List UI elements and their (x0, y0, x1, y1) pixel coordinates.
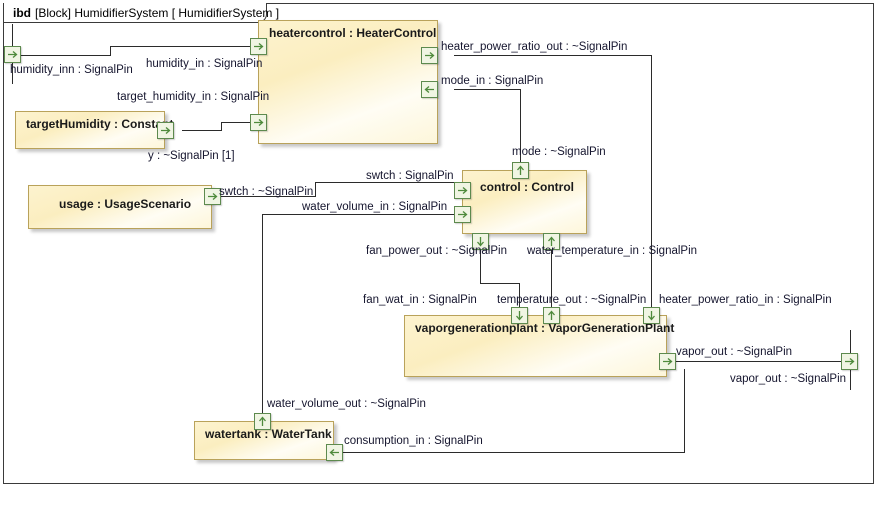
label-consumption-in: consumption_in : SignalPin (344, 435, 483, 447)
connector-mode-v1 (520, 89, 521, 170)
arrow-right-icon (254, 119, 264, 126)
connector-target-humidity-v1 (221, 122, 222, 131)
port-humidity-inn[interactable] (4, 46, 21, 63)
diagram-frame (3, 3, 874, 484)
connector-humidity-h2 (110, 46, 258, 47)
connector-fan-power-h1 (480, 283, 520, 284)
part-heatercontrol-label: heatercontrol : HeaterControl (269, 26, 437, 40)
connector-swtch-v1 (315, 182, 316, 197)
part-watertank-label: watertank : WaterTank (205, 427, 332, 441)
label-water-volume-out: water_volume_out : ~SignalPin (267, 398, 426, 410)
port-vapor-out[interactable] (659, 353, 676, 370)
arrow-right-icon (458, 187, 468, 194)
connector-target-humidity-h1 (182, 130, 222, 131)
label-fan-wat-in: fan_wat_in : SignalPin (363, 294, 477, 306)
port-temperature-out[interactable] (543, 307, 560, 324)
port-consumption-in[interactable] (326, 444, 343, 461)
arrow-right-icon (161, 127, 171, 134)
port-fan-power-out[interactable] (472, 233, 489, 250)
label-swtch-in: swtch : SignalPin (366, 170, 454, 182)
arrow-right-icon (8, 51, 18, 58)
connector-target-humidity-h2 (221, 122, 258, 123)
port-y[interactable] (157, 122, 174, 139)
label-y: y : ~SignalPin [1] (148, 150, 235, 162)
part-vaporgenerationplant[interactable]: vaporgenerationplant : VaporGenerationPl… (404, 315, 674, 377)
part-control[interactable]: control : Control (462, 170, 587, 234)
port-swtch-in[interactable] (454, 182, 471, 199)
connector-heater-power-v1 (651, 55, 652, 316)
port-water-volume-in[interactable] (454, 206, 471, 223)
arrow-down-icon (516, 311, 523, 321)
label-heater-power-ratio-out: heater_power_ratio_out : ~SignalPin (441, 41, 628, 53)
connector-mode-h1 (454, 89, 521, 90)
arrow-up-icon (517, 165, 524, 175)
arrow-up-icon (548, 236, 555, 246)
connector-temperature-v1 (551, 250, 552, 316)
label-water-temperature-in: water_temperature_in : SignalPin (527, 245, 698, 257)
arrow-left-icon (424, 86, 434, 93)
arrow-down-icon (648, 311, 655, 321)
port-heater-power-ratio-out[interactable] (421, 47, 438, 64)
part-vaporgenerationplant-label: vaporgenerationplant : VaporGenerationPl… (415, 321, 675, 335)
connector-water-volume-v1 (262, 214, 263, 421)
arrow-right-icon (425, 52, 435, 59)
label-heater-power-ratio-in: heater_power_ratio_in : SignalPin (659, 294, 832, 306)
connector-humidity-h1 (21, 55, 111, 56)
part-targethumidity-label: targetHumidity : Constant (26, 117, 174, 131)
label-temperature-out: temperature_out : ~SignalPin (497, 294, 647, 306)
port-heater-power-ratio-in[interactable] (643, 307, 660, 324)
label-water-volume-in: water_volume_in : SignalPin (302, 201, 448, 213)
port-humidity-in[interactable] (250, 38, 267, 55)
connector-water-volume-h1 (262, 214, 462, 215)
label-humidity-inn: humidity_inn : SignalPin (10, 64, 133, 76)
frame-title-keyword: ibd (13, 5, 31, 20)
frame-title-rest: [Block] HumidifierSystem [ HumidifierSys… (35, 5, 280, 20)
connector-heater-power-h1 (454, 55, 652, 56)
connector-fan-power-v2 (519, 283, 520, 316)
label-humidity-in: humidity_in : SignalPin (146, 58, 263, 70)
port-vapor-out-system[interactable] (841, 353, 858, 370)
connector-fan-power-v1 (480, 250, 481, 283)
arrow-up-icon (259, 416, 266, 426)
connector-humidity-v1 (110, 46, 111, 56)
port-water-temperature-in[interactable] (543, 233, 560, 250)
label-mode: mode : ~SignalPin (512, 146, 606, 158)
diagram-frame-title-tab: ibd [Block] HumidifierSystem [ Humidifie… (3, 3, 279, 23)
connector-consumption-h1 (343, 452, 685, 453)
arrow-right-icon (254, 43, 264, 50)
label-swtch-out: swtch : ~SignalPin (219, 186, 314, 198)
arrow-right-icon (663, 358, 673, 365)
part-usage-label: usage : UsageScenario (59, 197, 192, 211)
label-vapor-out-plant: vapor_out : ~SignalPin (676, 346, 793, 358)
part-usage[interactable]: usage : UsageScenario (28, 185, 212, 229)
connector-swtch-h2 (315, 182, 462, 183)
arrow-left-icon (329, 449, 339, 456)
label-fan-power-out: fan_power_out : ~SignalPin (366, 245, 507, 257)
arrow-right-icon (845, 358, 855, 365)
connector-consumption-v1 (684, 369, 685, 452)
part-heatercontrol[interactable]: heatercontrol : HeaterControl (258, 20, 438, 144)
arrow-right-icon (458, 211, 468, 218)
port-fan-wat-in[interactable] (511, 307, 528, 324)
arrow-up-icon (548, 310, 555, 320)
arrow-down-icon (477, 237, 484, 247)
port-mode[interactable] (512, 162, 529, 179)
label-target-humidity-in: target_humidity_in : SignalPin (117, 91, 270, 103)
port-water-volume-out[interactable] (254, 413, 271, 430)
label-mode-in: mode_in : SignalPin (441, 75, 544, 87)
connector-swtch-h1 (220, 196, 316, 197)
part-control-label: control : Control (480, 180, 574, 194)
label-vapor-out-system: vapor_out : ~SignalPin (730, 373, 847, 385)
arrow-right-icon (208, 193, 218, 200)
port-swtch-out[interactable] (204, 188, 221, 205)
connector-vapor-out-h1 (676, 361, 841, 362)
part-targethumidity[interactable]: targetHumidity : Constant (15, 111, 173, 149)
port-target-humidity-in[interactable] (250, 114, 267, 131)
port-mode-in[interactable] (421, 81, 438, 98)
